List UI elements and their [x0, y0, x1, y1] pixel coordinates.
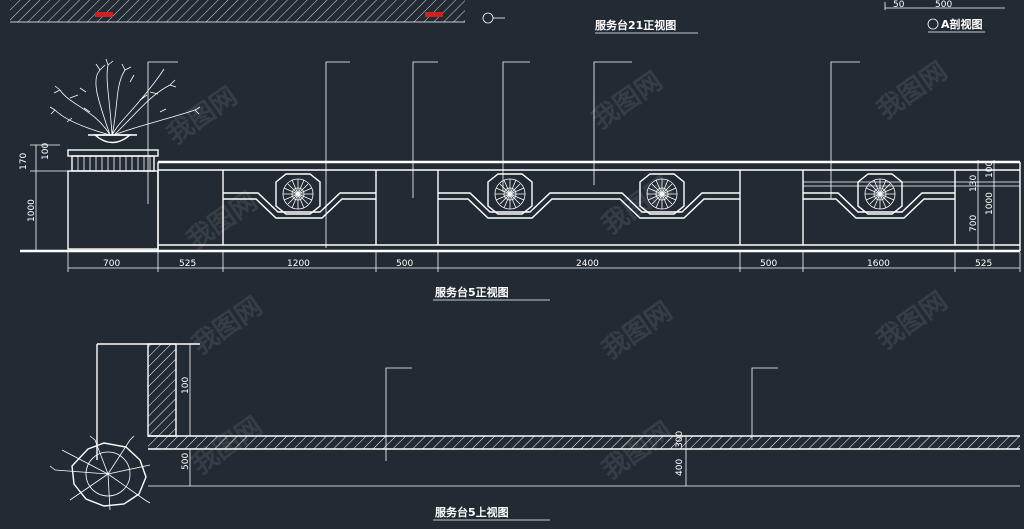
leader-lines: [147, 61, 860, 248]
dim-label: 2400: [576, 259, 599, 269]
counter-body: [20, 160, 1021, 253]
top-section-strip: 服务台21正视图 50 500 A剖视图: [10, 0, 1005, 34]
rosette-ornament: [487, 173, 533, 215]
right-dimension-chain: 130 100 700 1000: [969, 160, 995, 251]
top-dim: 50: [893, 0, 905, 10]
section-symbol: [482, 12, 494, 24]
watermark: 我图网: [597, 171, 678, 240]
red-marker: [425, 12, 443, 17]
front-view-title: 服务台5正视图: [435, 285, 509, 299]
watermarks: 我图网 我图网 我图网 我图网 我图网 我图网 我图网 我图网 我图网 我图网: [162, 56, 953, 485]
watermark: 我图网: [187, 291, 268, 360]
red-marker: [95, 12, 113, 17]
watermark: 我图网: [162, 81, 243, 150]
left-dimension-chain: 170 1000 100: [19, 143, 68, 251]
dim-label: 170: [19, 153, 29, 170]
dim-label: 525: [179, 259, 196, 269]
dim-label: 700: [103, 259, 120, 269]
dim-label: 300: [675, 431, 685, 448]
rosette-ornament: [857, 173, 903, 215]
leader-lines: [385, 367, 778, 461]
dim-label: 1000: [985, 192, 995, 215]
dim-label: 500: [760, 259, 777, 269]
dim-label: 400: [675, 459, 685, 476]
dim-label: 100: [985, 161, 995, 178]
front-elevation: 700 525 1200 500 2400 500 1600 525 170 1…: [19, 58, 1021, 301]
section-symbol: [927, 18, 939, 30]
watermark: 我图网: [872, 56, 953, 125]
top-dim: 500: [935, 0, 952, 10]
watermark: 我图网: [597, 296, 678, 365]
dim-label: 525: [975, 259, 992, 269]
top-side-title: A剖视图: [941, 17, 983, 31]
potted-plant: [49, 58, 201, 144]
dim-label: 1000: [27, 199, 37, 222]
plan-view-title: 服务台5上视图: [435, 505, 509, 519]
watermark: 我图网: [597, 416, 678, 485]
top-front-title: 服务台21正视图: [595, 18, 676, 32]
plant-top-view: [49, 435, 151, 511]
dim-label: 1600: [867, 259, 890, 269]
watermark: 我图网: [872, 286, 953, 355]
plan-view: 100 500 300 400 服务台5上视图: [49, 343, 1020, 521]
dim-label: 500: [396, 259, 413, 269]
dim-label: 500: [181, 453, 191, 470]
dim-label: 1200: [287, 259, 310, 269]
dim-label: 130: [969, 175, 979, 192]
rosette-ornament: [275, 173, 321, 215]
dim-label: 700: [969, 215, 979, 232]
plant-pedestal: [67, 149, 159, 250]
watermark: 我图网: [587, 66, 668, 135]
dim-label: 100: [181, 377, 191, 394]
dim-label: 100: [41, 143, 51, 160]
bottom-dimension-chain: 700 525 1200 500 2400 500 1600 525: [67, 252, 1021, 272]
